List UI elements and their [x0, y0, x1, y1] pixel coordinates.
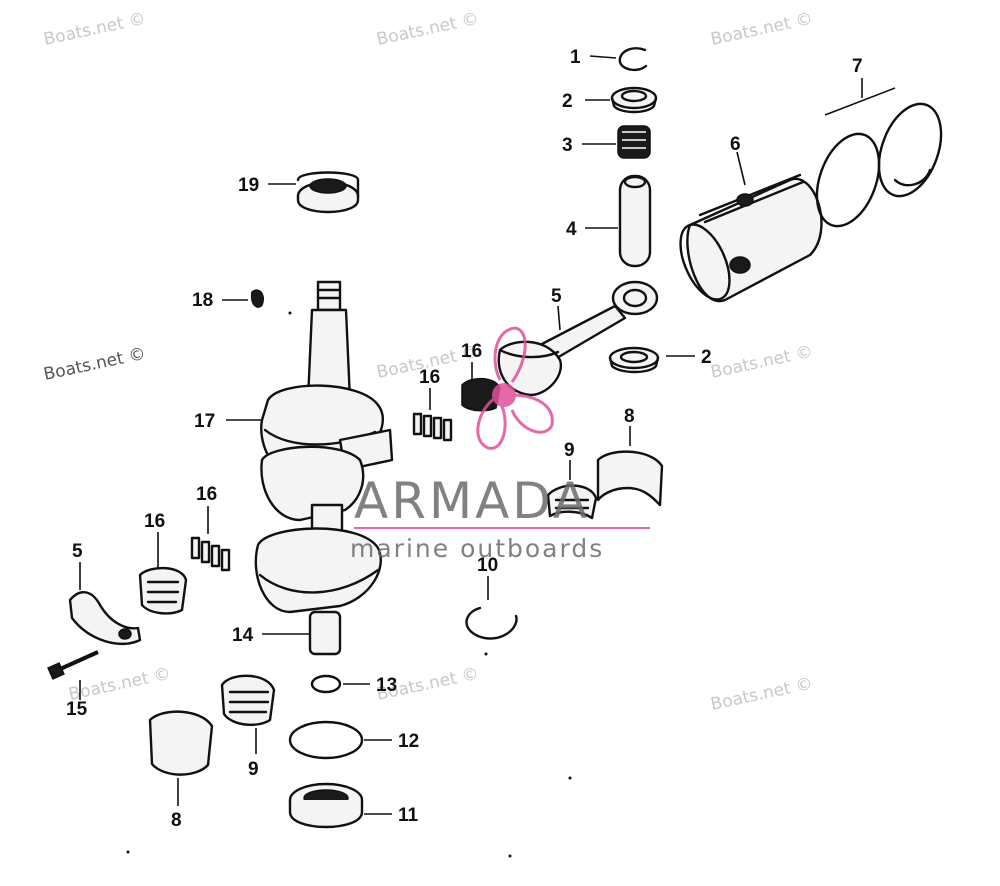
callout-14: 14: [232, 625, 254, 646]
part-upper-main-bearing: [268, 171, 360, 214]
callout-17: 17: [194, 411, 215, 432]
callout-4: 4: [566, 219, 577, 240]
part-bearing-retaining-ring: [465, 576, 518, 640]
callout-16: 16: [461, 341, 482, 362]
callout-8: 8: [624, 406, 635, 427]
callout-16: 16: [144, 511, 165, 532]
part-thrust-washer-upper: [585, 86, 658, 114]
part-bearing-race-lower: [148, 710, 214, 806]
part-woodruff-key: [222, 289, 264, 308]
callout-6: 6: [730, 134, 741, 155]
needle-bearing-set-a: [412, 388, 453, 442]
callout-18: 18: [192, 290, 213, 311]
watermark: Boats.net ©: [709, 342, 815, 383]
part-piston: [679, 151, 823, 303]
callout-12: 12: [398, 731, 419, 752]
callout-8: 8: [171, 810, 182, 831]
needle-bearing-set-d: [138, 532, 188, 615]
part-needle-bearings: [138, 362, 501, 615]
watermark: Boats.net ©: [709, 9, 815, 50]
part-crankshaft: [226, 280, 394, 656]
callout-13: 13: [376, 675, 397, 696]
part-bearing-cage-upper: [546, 460, 598, 520]
callout-9: 9: [248, 759, 259, 780]
scan-specks: [126, 311, 572, 858]
callout-2: 2: [701, 347, 712, 368]
callout-15: 15: [66, 699, 88, 720]
callout-11: 11: [398, 805, 419, 826]
callout-16: 16: [419, 367, 440, 388]
watermark: Boats.net ©: [42, 9, 148, 50]
needle-bearing-set-c: [190, 506, 231, 572]
part-o-ring-large: [288, 720, 392, 760]
part-piston-rings: [815, 78, 943, 228]
part-connecting-rod: [497, 280, 659, 397]
part-thrust-washer-lower: [608, 346, 695, 374]
callout-5: 5: [72, 541, 83, 562]
watermark: Boats.net ©: [709, 674, 815, 715]
part-bearing-race-upper: [596, 426, 664, 507]
part-piston-pin: [585, 174, 652, 268]
armada-logo: ARMADA marine outboards: [350, 326, 650, 563]
part-rod-screw: [47, 650, 99, 700]
part-oil-seal: [288, 782, 392, 829]
watermark: Boats.net ©: [375, 9, 481, 50]
logo-brand: ARMADA: [354, 472, 590, 530]
callout-1: 1: [570, 47, 581, 68]
callout-16: 16: [196, 484, 217, 505]
watermark: Boats.net ©: [42, 344, 148, 385]
part-o-ring-small: [310, 674, 370, 694]
part-retaining-ring: [589, 47, 648, 72]
callout-2: 2: [562, 91, 573, 112]
logo-tagline: marine outboards: [350, 534, 604, 563]
callout-3: 3: [562, 135, 573, 156]
propeller-icon: [476, 326, 554, 450]
callout-5: 5: [551, 286, 562, 307]
callout-9: 9: [564, 440, 575, 461]
callout-labels: 1 2 3 4 5 2 6 7 8 9 16 16 19 18 17 16 16…: [66, 47, 863, 831]
part-piston-pin-bearing: [582, 125, 651, 159]
needle-bearing-set-b: [461, 362, 501, 412]
part-bearing-cage-lower: [220, 674, 276, 754]
part-rod-cap: [68, 562, 142, 646]
callout-19: 19: [238, 175, 259, 196]
callout-7: 7: [852, 56, 863, 77]
callout-10: 10: [477, 555, 498, 576]
